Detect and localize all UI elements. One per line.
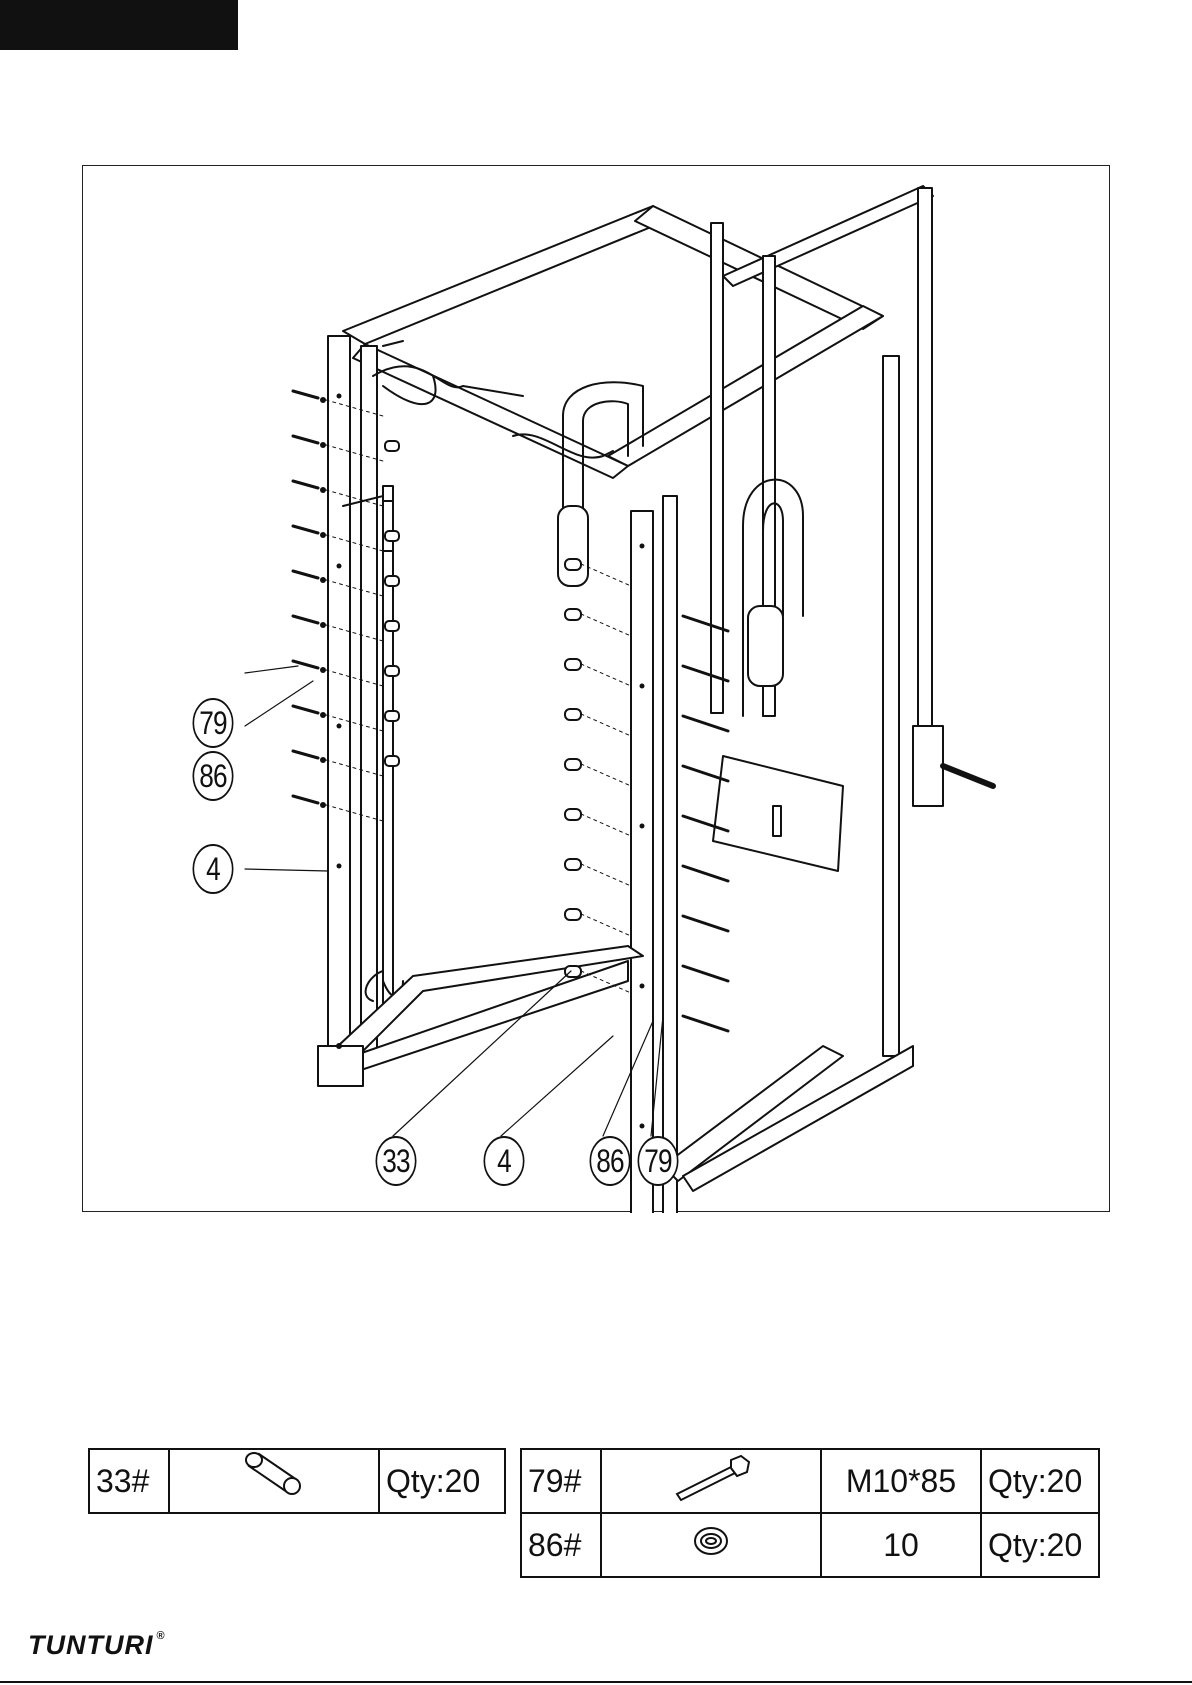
parts-table-left: 33# Qty:20 [88,1448,506,1514]
part-picture [601,1449,821,1513]
part-id: 33# [89,1449,169,1513]
part-id: 86# [521,1513,601,1577]
part-picture [169,1449,379,1513]
callout-79-left: 79 [193,698,234,748]
parts-table-right: 79# M10*85 Qty:20 86# 10 Qty:20 [520,1448,1100,1578]
callout-79-bottom: 79 [638,1136,679,1186]
part-picture [601,1513,821,1577]
part-spec: 10 [821,1513,981,1577]
callout-33-bottom: 33 [376,1136,417,1186]
bottom-rule [0,1681,1192,1683]
brand-logo: TUNTURI® [28,1630,166,1661]
part-quantity: Qty:20 [981,1449,1099,1513]
registered-mark: ® [156,1630,165,1642]
table-row: 79# M10*85 Qty:20 [521,1449,1099,1513]
callout-86-bottom: 86 [590,1136,631,1186]
callout-4-left: 4 [193,844,234,894]
hex-bolt-icon [671,1452,751,1502]
callout-86-left: 86 [193,751,234,801]
part-quantity: Qty:20 [379,1449,505,1513]
header-black-block [0,0,238,50]
table-row: 86# 10 Qty:20 [521,1513,1099,1577]
table-row: 33# Qty:20 [89,1449,505,1513]
part-spec: M10*85 [821,1449,981,1513]
assembly-figure: 79 86 4 33 4 86 79 [82,165,1110,1212]
spacer-tube-icon [239,1452,309,1502]
part-id: 79# [521,1449,601,1513]
part-quantity: Qty:20 [981,1513,1099,1577]
callout-4-bottom: 4 [484,1136,525,1186]
smith-machine-drawing [83,166,1111,1213]
brand-name: TUNTURI [28,1630,153,1660]
washer-icon [686,1521,736,1561]
